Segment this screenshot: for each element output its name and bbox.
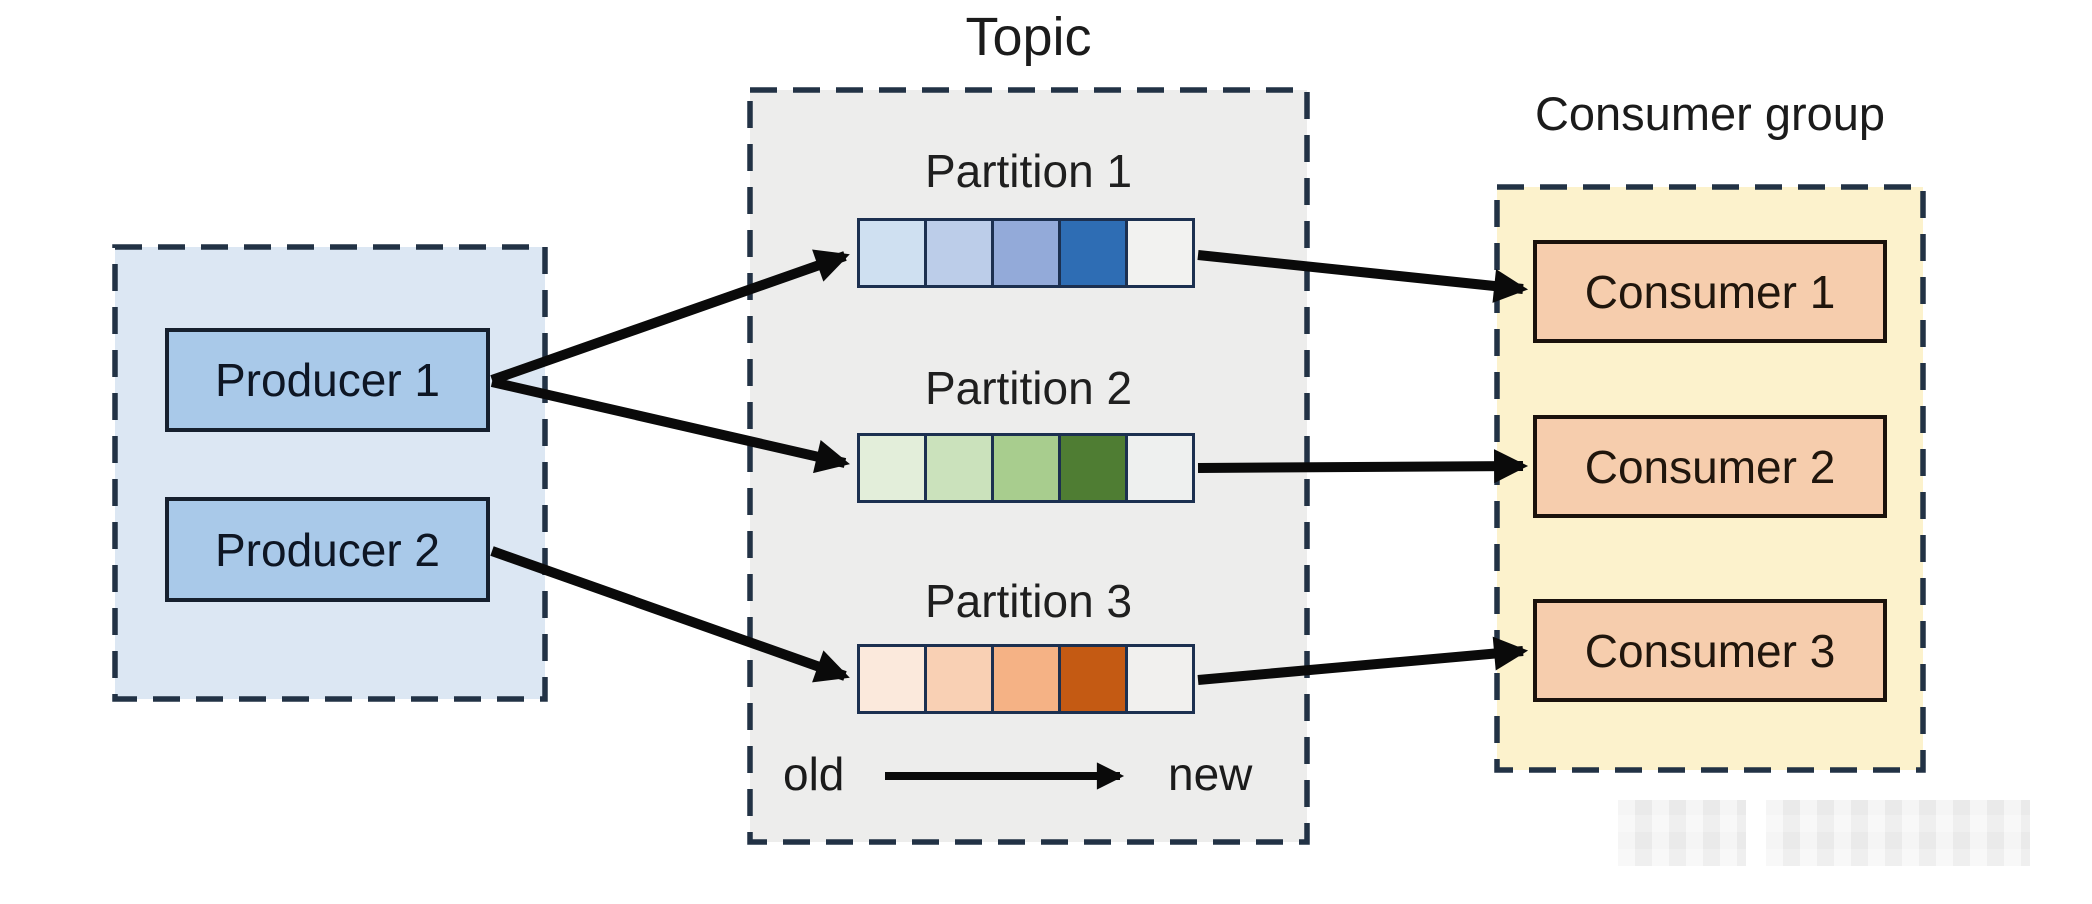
partition-cell — [991, 433, 1061, 503]
old-label: old — [783, 748, 845, 800]
partition-cell — [857, 433, 927, 503]
consumer-3-box: Consumer 3 — [1533, 599, 1887, 702]
consumer-group-title: Consumer group — [1534, 87, 1886, 140]
partition-cell — [1125, 218, 1195, 288]
partition-cell — [857, 644, 927, 714]
partition-cell — [924, 218, 994, 288]
producer-1-box: Producer 1 — [165, 328, 490, 432]
partition-1-label: Partition 1 — [924, 145, 1133, 197]
partition-2-label: Partition 2 — [924, 362, 1133, 414]
partition-3-cells — [857, 644, 1195, 714]
partition-cell — [857, 218, 927, 288]
producer-2-box: Producer 2 — [165, 497, 490, 602]
partition-2-cells — [857, 433, 1195, 503]
partition-cell — [1058, 433, 1128, 503]
new-label: new — [1168, 748, 1253, 800]
consumer-2-label: Consumer 2 — [1584, 440, 1836, 493]
consumer-1-box: Consumer 1 — [1533, 240, 1887, 343]
partition-cell — [924, 433, 994, 503]
consumer-2-box: Consumer 2 — [1533, 415, 1887, 518]
topic-title: Topic — [965, 7, 1092, 67]
consumer-3-label: Consumer 3 — [1584, 624, 1836, 677]
partition-cell — [1125, 644, 1195, 714]
partition-cell — [991, 644, 1061, 714]
producers-group-box — [112, 244, 548, 702]
partition-cell — [991, 218, 1061, 288]
pixelated-watermark — [1618, 800, 1746, 866]
producer-1-label: Producer 1 — [214, 354, 440, 406]
consumer-1-label: Consumer 1 — [1584, 265, 1836, 318]
pixelated-watermark — [1766, 800, 2030, 866]
partition-cell — [924, 644, 994, 714]
partition-cell — [1058, 644, 1128, 714]
partition-3-label: Partition 3 — [924, 575, 1133, 627]
partition-cell — [1058, 218, 1128, 288]
partition-1-cells — [857, 218, 1195, 288]
producer-2-label: Producer 2 — [214, 523, 440, 576]
partition-cell — [1125, 433, 1195, 503]
